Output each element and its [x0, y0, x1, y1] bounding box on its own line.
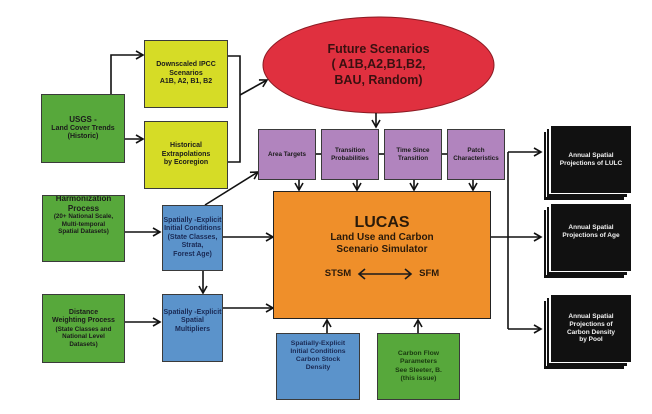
downscaled-title: Downscaled IPCC: [156, 61, 216, 69]
ic-line2: Initial Conditions: [164, 225, 221, 233]
usgs-note: (Historic): [67, 133, 99, 141]
output-line2: Projections of: [569, 320, 613, 328]
harmonization-title: Harmonization: [55, 195, 112, 203]
stsm-label: STSM: [324, 267, 352, 279]
future-scenarios-list: ( A1B,A2,B1,B2,: [331, 57, 426, 72]
distance-weighting-box: Distance Weighting Process (State Classe…: [42, 294, 125, 363]
harmonization-note-2: Multi-temporal: [61, 220, 106, 228]
output-lulc: Annual Spatial Projections of LULC: [551, 126, 631, 193]
output-line2: Projections of Age: [562, 231, 620, 239]
historical-line1: Historical: [170, 142, 202, 150]
output-line4: by Pool: [579, 336, 603, 344]
harmonization-note-3: Spatial Datasets): [58, 228, 109, 236]
parameter-label: Patch: [467, 146, 485, 154]
ic-line3: (State Classes,: [167, 233, 218, 241]
output-line3: Carbon Density: [566, 328, 616, 336]
parameter-time-since-transition: Time Since Transition: [384, 129, 442, 180]
arrow-ic-to-area-targets: [204, 171, 260, 206]
future-scenarios-list-2: BAU, Random): [334, 72, 423, 87]
future-scenarios-ellipse: [262, 16, 495, 114]
sfm-label: SFM: [419, 267, 440, 279]
output-stack-age: Annual Spatial Projections of Age: [544, 204, 631, 280]
output-line1: Annual Spatial: [568, 224, 614, 231]
parameter-label-2: Probabilities: [331, 154, 369, 162]
carbon-stock-line2: Initial Conditions: [290, 348, 346, 356]
output-age: Annual Spatial Projections of Age: [551, 204, 631, 271]
multipliers-line1: Spatially -Explicit: [163, 309, 222, 316]
carbon-stock-line1: Spatially-Explicit: [290, 340, 346, 347]
output-stack-carbon-density: Annual Spatial Projections of Carbon Den…: [544, 295, 631, 371]
distance-note-2: National Level: [62, 333, 105, 341]
multipliers-line2: Spatial Multipliers: [174, 317, 210, 333]
usgs-subtitle: Land Cover Trends: [51, 124, 115, 132]
ic-line1: Spatially -Explicit: [163, 217, 222, 225]
future-scenarios-title: Future Scenarios: [327, 41, 430, 56]
carbon-flow-line3: See Sleeter, B.: [395, 366, 442, 374]
carbon-flow-line4: (this issue): [400, 374, 437, 382]
carbon-stock-line4: Density: [305, 364, 331, 372]
lucas-simulator-box: LUCAS Land Use and Carbon Scenario Simul…: [273, 191, 491, 319]
distance-note-1: (State Classes and: [55, 325, 112, 333]
bracket-yellow: [227, 55, 241, 163]
arrow-yellow-to-ellipse: [239, 79, 269, 96]
harmonization-process-box: Harmonization Process (20+ National Scal…: [42, 195, 125, 262]
output-line1: Annual Spatial: [568, 312, 614, 320]
future-scenarios: Future Scenarios ( A1B,A2,B1,B2, BAU, Ra…: [263, 17, 494, 113]
distance-title: Distance: [68, 308, 99, 316]
historical-line2: Extrapolations: [161, 150, 211, 158]
spatial-multipliers-box: Spatially -Explicit Spatial Multipliers: [162, 294, 223, 362]
double-arrow-icon: [357, 267, 413, 280]
carbon-flow-parameters-box: Carbon Flow Parameters See Sleeter, B. (…: [377, 333, 460, 400]
distance-note-3: Datasets): [69, 340, 98, 348]
lucas-title: LUCAS: [354, 214, 410, 231]
ic-line5: Forest Age): [173, 250, 212, 258]
parameter-label: Transition: [334, 146, 366, 154]
lucas-modules: STSM SFM: [325, 268, 439, 280]
downscaled-ipcc-box: Downscaled IPCC Scenarios A1B, A2, B1, B…: [144, 40, 228, 108]
output-carbon-density: Annual Spatial Projections of Carbon Den…: [551, 295, 631, 362]
downscaled-subtitle: Scenarios: [169, 69, 203, 77]
carbon-stock-initial-conditions-box: Spatially-Explicit Initial Conditions Ca…: [276, 333, 360, 400]
historical-line3: by Ecoregion: [163, 159, 209, 167]
ic-line4: Strata,: [181, 242, 204, 250]
harmonization-note-1: (20+ National Scale,: [53, 213, 114, 221]
parameter-label-2: Characteristics: [453, 154, 499, 162]
usgs-land-cover-trends-box: USGS - Land Cover Trends (Historic): [41, 94, 125, 163]
carbon-flow-line1: Carbon Flow: [397, 350, 440, 358]
harmonization-subtitle: Process: [67, 203, 100, 213]
distance-subtitle: Weighting Process: [52, 317, 115, 325]
lucas-subtitle-1: Land Use and Carbon: [330, 231, 434, 243]
lucas-subtitle-2: Scenario Simulator: [336, 243, 428, 255]
parameter-label-2: Transition: [397, 154, 429, 162]
initial-conditions-box: Spatially -Explicit Initial Conditions (…: [162, 205, 223, 271]
parameter-label: Area Targets: [267, 150, 307, 158]
usgs-title: USGS -: [69, 115, 97, 125]
carbon-stock-line3: Carbon Stock: [295, 356, 341, 364]
parameter-area-targets: Area Targets: [258, 129, 316, 180]
carbon-flow-line2: Parameters: [399, 358, 438, 366]
output-stack-lulc: Annual Spatial Projections of LULC: [544, 126, 631, 200]
parameter-transition-probabilities: Transition Probabilities: [321, 129, 379, 180]
output-line2: Projections of LULC: [559, 159, 623, 167]
downscaled-list: A1B, A2, B1, B2: [159, 78, 213, 86]
output-line1: Annual Spatial: [568, 151, 614, 159]
parameter-patch-characteristics: Patch Characteristics: [447, 129, 505, 180]
parameter-label: Time Since: [396, 146, 430, 154]
historical-extrapolations-box: Historical Extrapolations by Ecoregion: [144, 121, 228, 189]
arrow-usgs-to-downscaled: [110, 50, 145, 94]
